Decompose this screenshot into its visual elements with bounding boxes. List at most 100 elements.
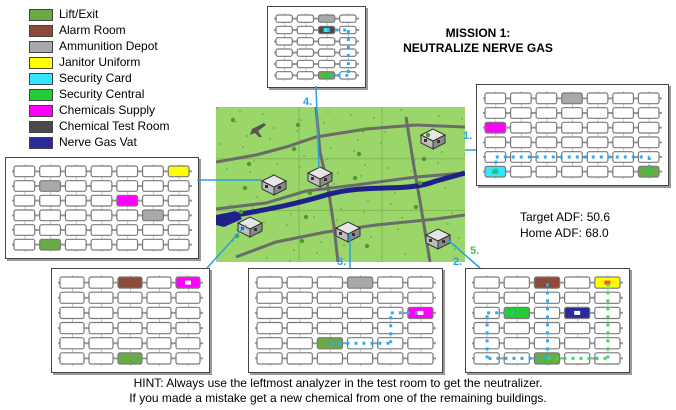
callout-1: 1. xyxy=(463,130,473,142)
room xyxy=(296,71,315,80)
security-card-swatch xyxy=(29,73,53,85)
ammunition-depot-swatch xyxy=(29,41,53,53)
room xyxy=(88,276,114,289)
room xyxy=(407,321,434,335)
room xyxy=(509,165,532,178)
ammunition-depot-room xyxy=(39,180,62,192)
room xyxy=(141,238,164,251)
room xyxy=(64,194,87,207)
room xyxy=(594,306,621,320)
room xyxy=(503,352,531,365)
building-3-icon xyxy=(334,221,362,243)
room xyxy=(484,92,507,105)
room xyxy=(88,291,114,304)
legend-label: Janitor Uniform xyxy=(59,55,141,69)
room xyxy=(88,321,114,335)
building-4-icon xyxy=(306,166,334,188)
room xyxy=(88,352,114,365)
room xyxy=(316,306,344,320)
hint-line-1: HINT: Always use the leftmost analyzer i… xyxy=(133,376,543,390)
room xyxy=(146,306,172,320)
legend-label: Security Central xyxy=(59,87,145,101)
ammunition-depot-room xyxy=(141,209,164,222)
room xyxy=(117,306,143,320)
room xyxy=(509,92,532,105)
room xyxy=(59,276,85,289)
overview-map-graphic xyxy=(215,106,466,263)
room xyxy=(339,37,357,46)
ammunition-depot-room xyxy=(346,276,374,289)
room xyxy=(116,209,139,222)
room xyxy=(317,37,336,46)
room xyxy=(563,291,591,304)
room xyxy=(175,306,201,320)
room xyxy=(503,337,531,350)
floorplan-graphic xyxy=(483,91,662,179)
room xyxy=(256,276,283,289)
room xyxy=(612,121,635,134)
room xyxy=(275,25,293,35)
room xyxy=(13,209,36,222)
room xyxy=(116,224,139,236)
floorplan-building-2 xyxy=(465,268,630,373)
room xyxy=(116,180,139,192)
room xyxy=(377,291,404,304)
floorplan-building-1 xyxy=(476,84,669,186)
room xyxy=(116,165,139,178)
legend-label: Chemicals Supply xyxy=(59,103,156,117)
room xyxy=(473,337,500,350)
room xyxy=(637,107,660,119)
room xyxy=(88,306,114,320)
room xyxy=(503,276,531,289)
room xyxy=(286,337,313,350)
security-central-room xyxy=(503,306,531,320)
room xyxy=(141,180,164,192)
room xyxy=(90,209,113,222)
room xyxy=(275,48,293,57)
room xyxy=(167,194,190,207)
room xyxy=(407,291,434,304)
room xyxy=(484,136,507,149)
room xyxy=(637,136,660,149)
room xyxy=(256,337,283,350)
hint: HINT: Always use the leftmost analyzer i… xyxy=(0,376,676,406)
alarm-room xyxy=(533,276,561,289)
room xyxy=(64,238,87,251)
room xyxy=(316,352,344,365)
room xyxy=(175,321,201,335)
legend-label: Ammunition Depot xyxy=(59,39,158,53)
room xyxy=(146,291,172,304)
room xyxy=(286,291,313,304)
room xyxy=(561,121,583,134)
pond xyxy=(216,211,242,227)
callout-5: 5. xyxy=(470,245,480,257)
floorplan-graphic xyxy=(472,275,623,366)
overview-map xyxy=(215,106,466,263)
legend-label: Security Card xyxy=(59,71,132,85)
room xyxy=(407,276,434,289)
room xyxy=(90,238,113,251)
aircraft-icon xyxy=(250,123,266,137)
room xyxy=(586,92,609,105)
room xyxy=(141,194,164,207)
room xyxy=(586,107,609,119)
room xyxy=(13,165,36,178)
room xyxy=(346,337,374,350)
room xyxy=(473,352,500,365)
room xyxy=(563,352,591,365)
floorplan-graphic xyxy=(255,275,436,366)
room xyxy=(167,180,190,192)
room xyxy=(117,291,143,304)
adf-readout: Target ADF: 50.6 Home ADF: 68.0 xyxy=(520,209,610,241)
room xyxy=(59,291,85,304)
mission-title: MISSION 1: NEUTRALIZE NERVE GAS xyxy=(388,26,568,56)
room xyxy=(175,337,201,350)
room xyxy=(377,276,404,289)
floorplan-building-west xyxy=(5,157,199,259)
room xyxy=(167,238,190,251)
janitor-uniform-room xyxy=(167,165,190,178)
room xyxy=(317,48,336,57)
room xyxy=(146,337,172,350)
room xyxy=(64,209,87,222)
room xyxy=(473,291,500,304)
